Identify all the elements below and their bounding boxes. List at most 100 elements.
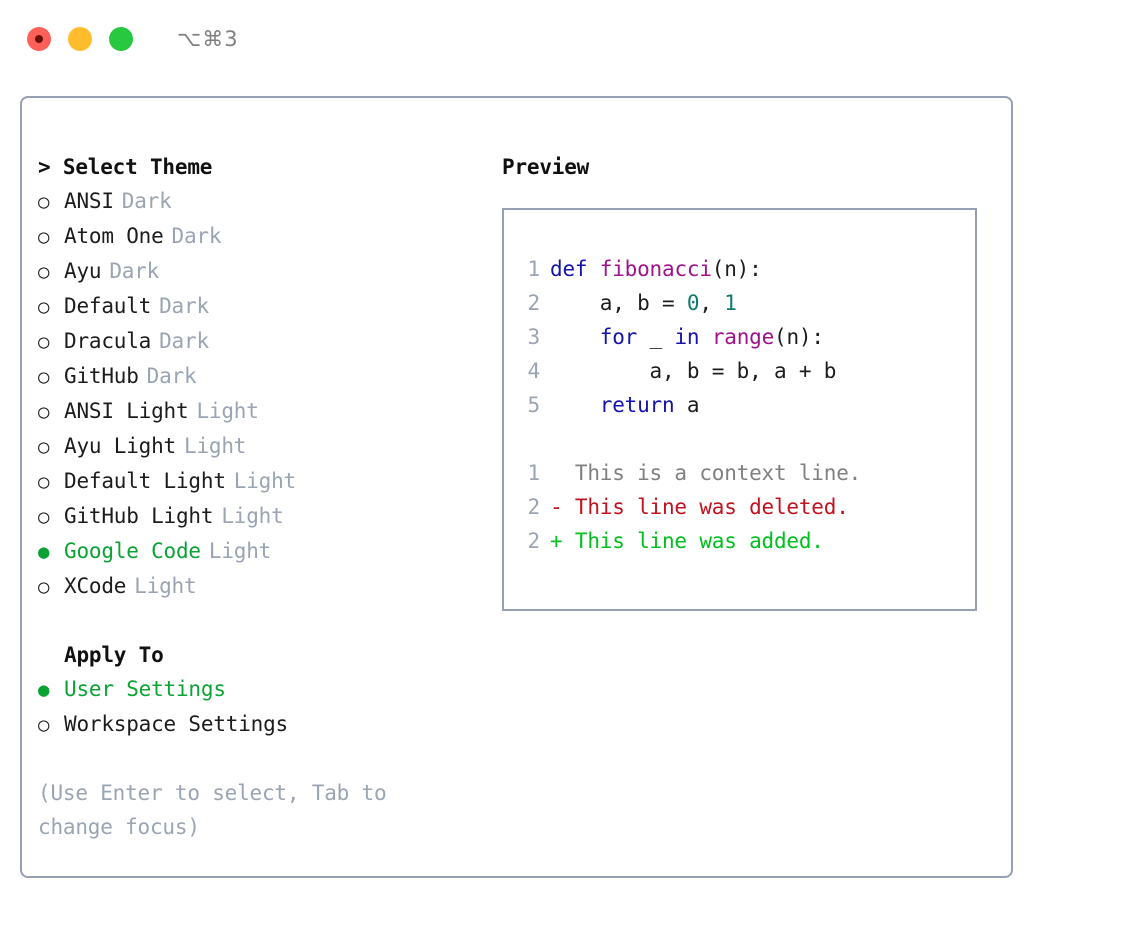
theme-option-dracula[interactable]: ○ Dracula Dark bbox=[38, 324, 488, 359]
theme-option-ayu-light[interactable]: ○ Ayu Light Light bbox=[38, 429, 488, 464]
keyboard-hint-text: (Use Enter to select, Tab to change focu… bbox=[38, 781, 399, 839]
theme-option-label: Ayu bbox=[64, 259, 102, 283]
radio-unselected-icon: ○ bbox=[38, 576, 50, 598]
line-number: 2 bbox=[527, 291, 541, 315]
diff-text: This line was added. bbox=[574, 529, 824, 553]
keyboard-shortcut-label: ⌥⌘3 bbox=[177, 27, 239, 51]
theme-option-atom-one[interactable]: ○ Atom One Dark bbox=[38, 219, 488, 254]
code-token-kw: for bbox=[599, 325, 638, 349]
close-button[interactable] bbox=[27, 27, 51, 51]
radio-selected-icon: ● bbox=[38, 541, 50, 563]
code-token-plain: a, b = b, a + b bbox=[550, 359, 837, 383]
code-text: a, b = b, a + b bbox=[550, 354, 837, 388]
code-token-num: 0 bbox=[686, 291, 700, 315]
code-token-plain bbox=[550, 393, 600, 417]
theme-variant-tag: Light bbox=[184, 434, 247, 458]
code-token-num: 1 bbox=[724, 291, 737, 315]
theme-option-label: Ayu Light bbox=[64, 434, 176, 458]
code-token-kw: in bbox=[674, 325, 700, 349]
theme-variant-tag: Light bbox=[233, 469, 296, 493]
apply-to-option-label: Workspace Settings bbox=[64, 712, 288, 736]
code-text: a, b = 0, 1 bbox=[550, 286, 737, 320]
code-token-plain: a, b = bbox=[550, 291, 687, 315]
radio-unselected-icon: ○ bbox=[38, 506, 50, 528]
diff-marker: - bbox=[550, 495, 575, 519]
theme-option-label: ANSI bbox=[64, 189, 114, 213]
theme-variant-tag: Light bbox=[221, 504, 284, 528]
theme-option-label: ANSI Light bbox=[64, 399, 189, 423]
theme-option-label: GitHub bbox=[64, 364, 139, 388]
line-number: 2 bbox=[527, 529, 541, 553]
diff-marker bbox=[550, 456, 575, 490]
code-token-plain: (n): bbox=[711, 257, 762, 281]
theme-option-label: Atom One bbox=[64, 224, 164, 248]
list-spacer bbox=[38, 604, 488, 638]
radio-unselected-icon: ○ bbox=[38, 471, 50, 493]
radio-unselected-icon: ○ bbox=[38, 226, 50, 248]
radio-unselected-icon: ○ bbox=[38, 714, 50, 736]
theme-variant-tag: Dark bbox=[159, 329, 209, 353]
code-token-plain bbox=[699, 325, 711, 349]
code-text: def fibonacci(n): bbox=[550, 252, 762, 286]
theme-option-label: Dracula bbox=[64, 329, 152, 353]
line-number: 3 bbox=[527, 325, 541, 349]
theme-variant-tag: Light bbox=[208, 539, 272, 563]
line-number: 1 bbox=[527, 461, 541, 485]
code-line: 2 a, b = 0, 1 bbox=[504, 286, 975, 320]
preview-heading: Preview bbox=[502, 155, 590, 179]
apply-to-option-label: User Settings bbox=[64, 677, 226, 701]
theme-variant-tag: Dark bbox=[109, 259, 160, 283]
apply-to-heading: Apply To bbox=[64, 643, 164, 667]
radio-unselected-icon: ○ bbox=[38, 436, 50, 458]
code-token-kw: return bbox=[599, 393, 675, 417]
code-token-fn: fibonacci bbox=[599, 257, 712, 281]
theme-option-ansi[interactable]: ○ ANSI Dark bbox=[38, 184, 488, 219]
code-line: 4 a, b = b, a + b bbox=[504, 354, 975, 388]
code-line: 3 for _ in range(n): bbox=[504, 320, 975, 354]
diff-text: This line was deleted. bbox=[574, 495, 849, 519]
theme-option-default-light[interactable]: ○ Default Light Light bbox=[38, 464, 488, 499]
apply-to-option-list: ●User Settings ○ Workspace Settings bbox=[38, 672, 488, 742]
theme-option-label: Default bbox=[64, 294, 152, 318]
apply-to-option-workspace-settings[interactable]: ○ Workspace Settings bbox=[38, 707, 488, 742]
maximize-button[interactable] bbox=[109, 27, 133, 51]
code-token-plain: _ bbox=[637, 325, 675, 349]
select-theme-heading: > Select Theme bbox=[38, 155, 213, 179]
code-line: 1 def fibonacci(n): bbox=[504, 252, 975, 286]
code-token-kw: def bbox=[550, 257, 600, 281]
diff-line-add: 2+ This line was added. bbox=[504, 524, 975, 558]
diff-text: This is a context line. bbox=[574, 461, 862, 485]
radio-unselected-icon: ○ bbox=[38, 331, 50, 353]
radio-unselected-icon: ○ bbox=[38, 191, 50, 213]
line-number: 5 bbox=[527, 393, 541, 417]
theme-variant-tag: Dark bbox=[121, 189, 172, 213]
theme-option-label: Default Light bbox=[64, 469, 226, 493]
diff-line-del: 2- This line was deleted. bbox=[504, 490, 975, 524]
theme-option-label: Google Code bbox=[64, 539, 201, 563]
theme-option-google-code[interactable]: ● Google Code Light bbox=[38, 534, 488, 569]
theme-option-label: XCode bbox=[64, 574, 127, 598]
minimize-button[interactable] bbox=[68, 27, 92, 51]
code-token-plain bbox=[550, 325, 600, 349]
theme-variant-tag: Dark bbox=[171, 224, 222, 248]
code-token-plain: (n): bbox=[774, 325, 824, 349]
code-diff-spacer bbox=[504, 422, 975, 456]
code-text: for _ in range(n): bbox=[550, 320, 824, 354]
diff-sample: 1 This is a context line. 2- This line wa… bbox=[504, 456, 975, 558]
line-number: 1 bbox=[527, 257, 541, 281]
code-line: 5 return a bbox=[504, 388, 975, 422]
apply-to-option-user-settings[interactable]: ●User Settings bbox=[38, 672, 488, 707]
radio-unselected-icon: ○ bbox=[38, 366, 50, 388]
code-token-plain: , bbox=[699, 291, 725, 315]
